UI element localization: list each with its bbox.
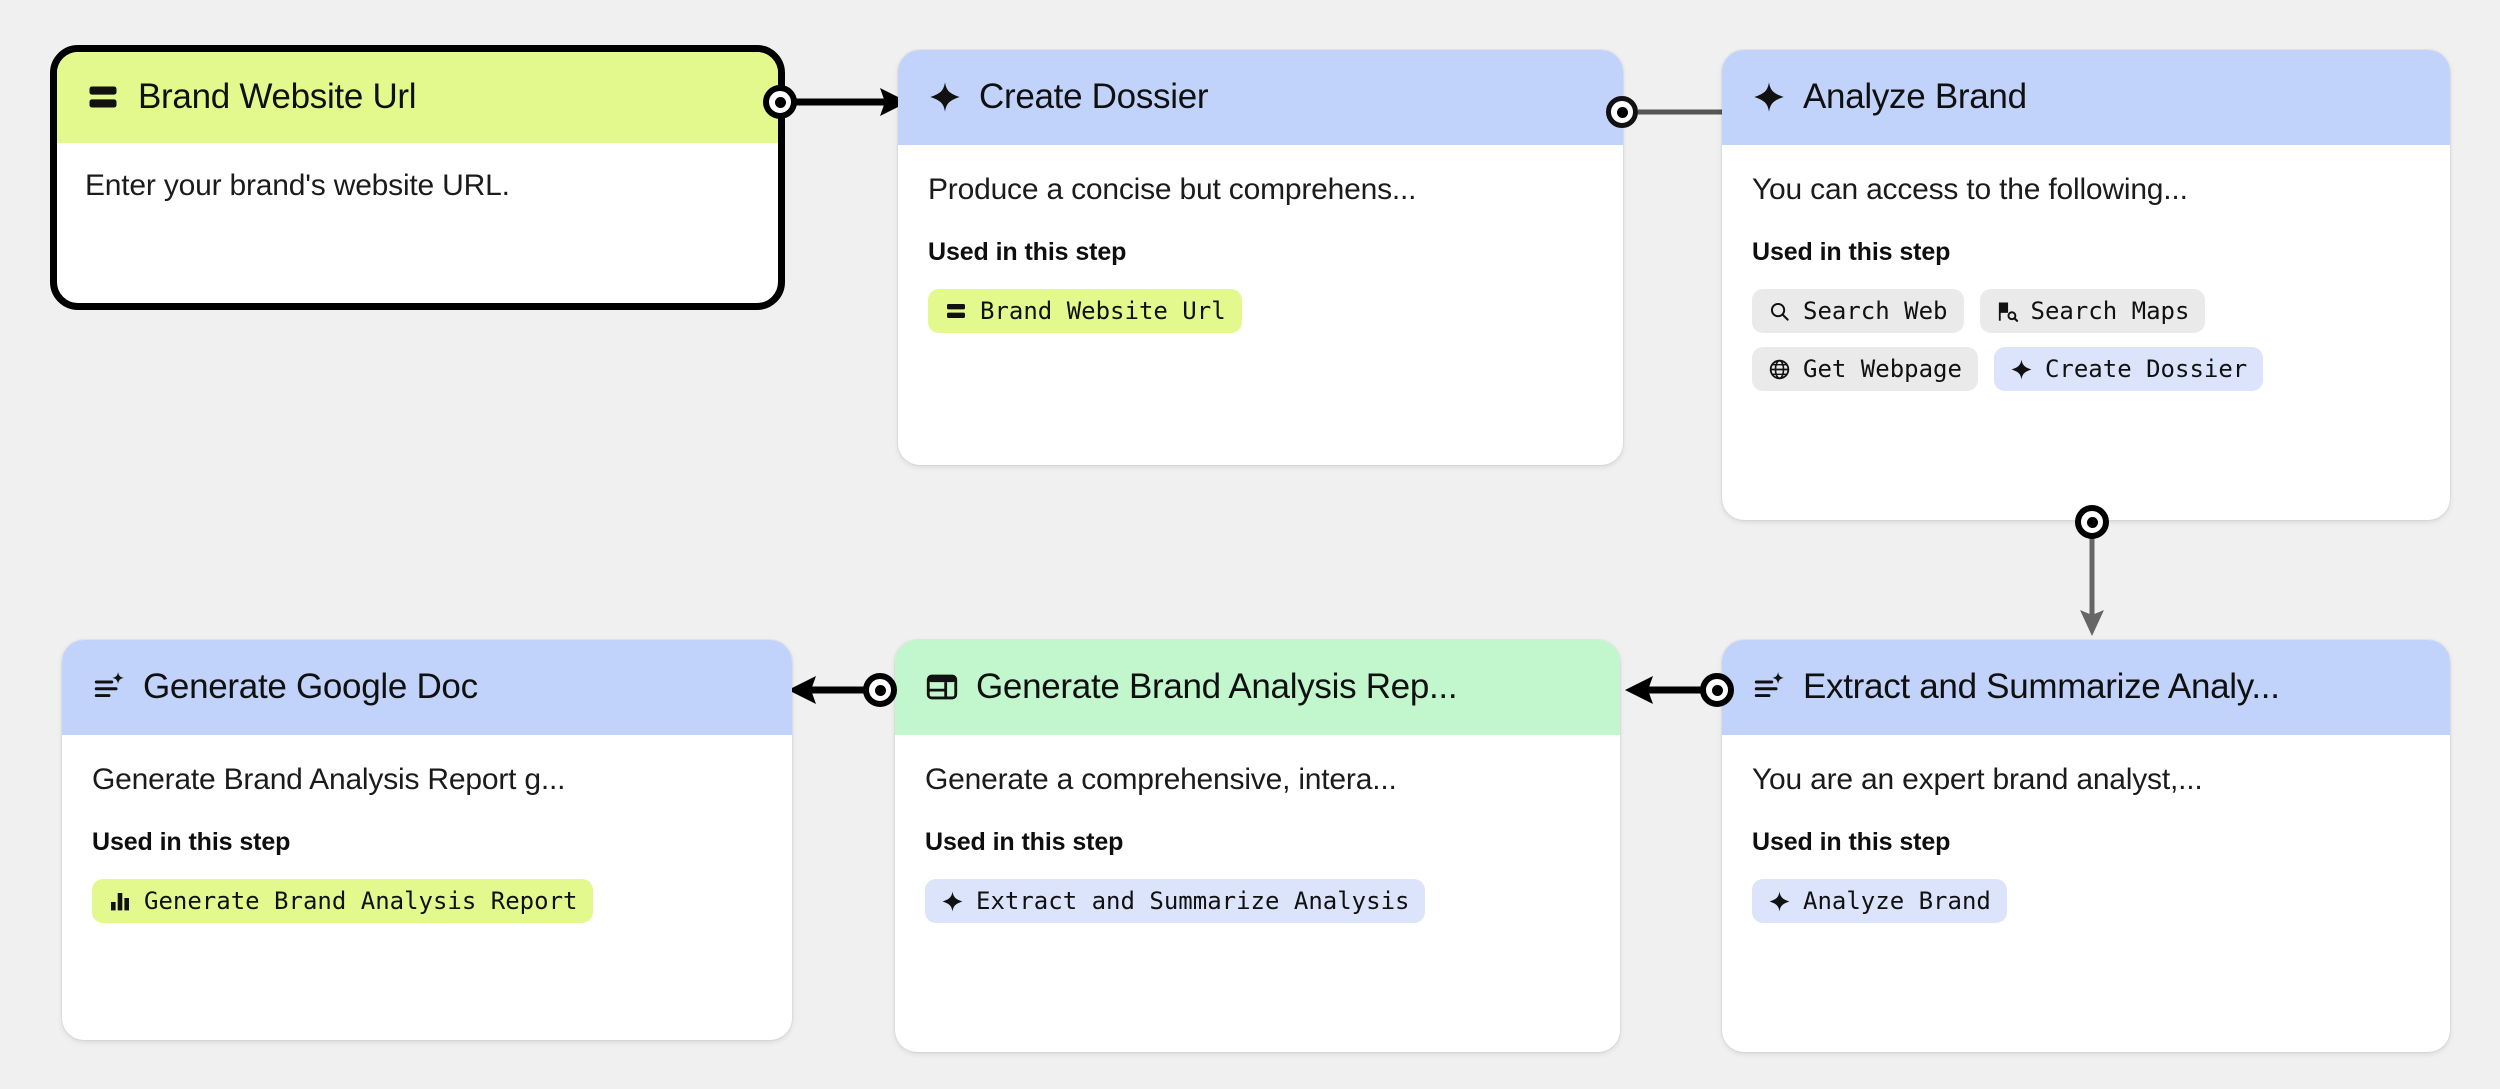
node-title: Generate Google Doc [143,668,478,706]
node-header: Analyze Brand [1722,50,2450,145]
chip-label: Generate Brand Analysis Report [144,887,578,915]
node-generate-google-doc[interactable]: Generate Google Doc Generate Brand Analy… [62,640,792,1040]
map-search-icon [1996,300,2019,323]
node-body: Generate a comprehensive, intera... Used… [895,734,1620,957]
chip-brand-website-url[interactable]: Brand Website Url [928,289,1242,333]
node-header: Extract and Summarize Analy... [1722,640,2450,735]
used-chip-list: Search Web Search Maps Get Webpage [1752,289,2420,391]
node-description: Generate Brand Analysis Report g... [92,762,566,796]
chip-search-web[interactable]: Search Web [1752,289,1964,333]
node-header: Generate Google Doc [62,640,792,735]
node-description: You can access to the following... [1752,172,2188,206]
rows-icon [85,79,121,115]
node-body: You are an expert brand analyst,... Used… [1722,734,2450,957]
output-handle-generate-brand-analysis-report[interactable] [863,673,897,707]
node-title: Brand Website Url [138,78,417,116]
used-in-this-step-label: Used in this step [1752,828,1951,856]
text-sparkle-icon [1752,670,1786,704]
output-handle-brand-website-url[interactable] [763,85,797,119]
node-brand-website-url[interactable]: Brand Website Url Enter your brand's web… [50,45,785,310]
bar-chart-icon [108,889,132,913]
chip-label: Search Maps [2030,297,2190,325]
used-in-this-step-label: Used in this step [1752,238,1951,266]
chip-extract-and-summarize-analysis[interactable]: Extract and Summarize Analysis [925,879,1426,923]
search-icon [1768,300,1791,323]
node-title: Create Dossier [979,78,1209,116]
node-header: Generate Brand Analysis Rep... [895,640,1620,735]
node-extract-and-summarize-analysis[interactable]: Extract and Summarize Analy... You are a… [1722,640,2450,1052]
text-sparkle-icon [92,670,126,704]
chip-label: Extract and Summarize Analysis [976,887,1410,915]
rows-icon [944,299,968,323]
node-title: Extract and Summarize Analy... [1803,668,2280,706]
node-description: Produce a concise but comprehens... [928,172,1417,206]
chip-label: Create Dossier [2044,355,2248,383]
node-description: You are an expert brand analyst,... [1752,762,2203,796]
node-title: Generate Brand Analysis Rep... [976,668,1458,706]
used-in-this-step-label: Used in this step [92,828,291,856]
node-description: Enter your brand's website URL. [85,168,510,202]
output-handle-analyze-brand[interactable] [2075,505,2109,539]
node-header: Brand Website Url [57,52,778,143]
chip-label: Search Web [1803,297,1948,325]
chip-search-maps[interactable]: Search Maps [1979,289,2206,333]
output-handle-extract-and-summarize-analysis[interactable] [1700,673,1734,707]
panel-layout-icon [925,670,959,704]
node-header: Create Dossier [898,50,1623,145]
chip-create-dossier[interactable]: Create Dossier [1993,347,2264,391]
sparkle-icon [2010,358,2033,381]
edge-analyze-to-extract [2080,528,2104,636]
used-chip-list: Generate Brand Analysis Report [92,879,762,923]
chip-get-webpage[interactable]: Get Webpage [1752,347,1978,391]
node-title: Analyze Brand [1803,78,2027,116]
node-body: Produce a concise but comprehens... Used… [898,144,1623,367]
used-chip-list: Extract and Summarize Analysis [925,879,1590,923]
chip-analyze-brand[interactable]: Analyze Brand [1752,879,2007,923]
chip-label: Get Webpage [1803,355,1962,383]
sparkle-icon [941,890,964,913]
used-in-this-step-label: Used in this step [928,238,1127,266]
used-chip-list: Brand Website Url [928,289,1593,333]
chip-label: Brand Website Url [980,297,1226,325]
sparkle-icon [1768,890,1791,913]
node-body: Enter your brand's website URL. [57,142,778,244]
used-chip-list: Analyze Brand [1752,879,2420,923]
node-create-dossier[interactable]: Create Dossier Produce a concise but com… [898,50,1623,465]
chip-label: Analyze Brand [1803,887,1991,915]
sparkle-icon [928,80,962,114]
chip-generate-brand-analysis-report[interactable]: Generate Brand Analysis Report [92,879,594,923]
node-body: You can access to the following... Used … [1722,144,2450,425]
edge-url-to-dossier [780,88,908,116]
sparkle-icon [1752,80,1786,114]
used-in-this-step-label: Used in this step [925,828,1124,856]
node-description: Generate a comprehensive, intera... [925,762,1397,796]
globe-icon [1768,358,1791,381]
node-generate-brand-analysis-report[interactable]: Generate Brand Analysis Rep... Generate … [895,640,1620,1052]
output-handle-create-dossier[interactable] [1606,96,1638,128]
node-body: Generate Brand Analysis Report g... Used… [62,734,792,957]
node-analyze-brand[interactable]: Analyze Brand You can access to the foll… [1722,50,2450,520]
